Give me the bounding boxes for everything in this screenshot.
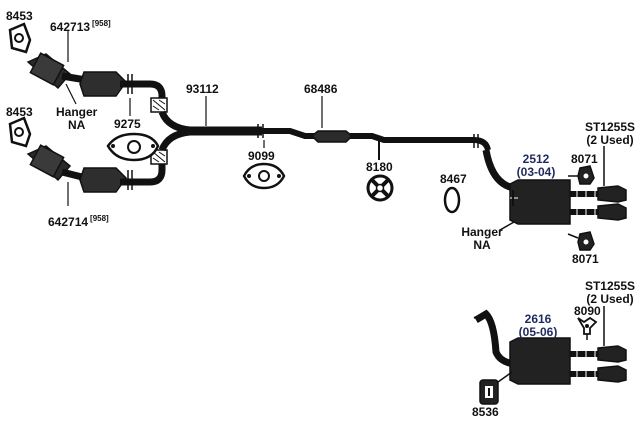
label-muffler-lower: 2616(05-06) (518, 313, 558, 339)
label-insulator-upper: 8071 (571, 152, 598, 166)
label-bracket-8090: 8090 (574, 304, 601, 318)
muffler-lower-years: (05-06) (518, 325, 558, 339)
upper-exhaust-tips (597, 185, 627, 221)
hanger-right-line2: NA (473, 238, 491, 252)
hanger-left-line2: NA (68, 118, 86, 132)
label-gasket-upper: 8453 (6, 9, 33, 23)
muffler-lower-number: 2616 (524, 312, 552, 326)
gasket-9275 (106, 132, 160, 162)
bracket-8090 (577, 316, 598, 340)
y-pipe (158, 110, 262, 152)
label-y-pipe: 93112 (186, 82, 219, 96)
upper-muffler (509, 179, 598, 225)
label-tip-upper: ST1255S(2 Used) (582, 121, 638, 147)
hanger-8536 (479, 371, 513, 405)
label-converter-upper: 642713[958] (50, 17, 111, 34)
lower-muffler (473, 309, 598, 385)
label-gasket-lower: 8453 (6, 105, 33, 119)
lower-catalytic-converter (26, 144, 166, 193)
tip-upper-qty: (2 Used) (586, 133, 634, 147)
intermediate-pipe (262, 128, 320, 139)
label-gasket-8467: 8467 (440, 172, 467, 186)
label-tip-lower: ST1255S(2 Used) (582, 280, 638, 306)
gasket-8467 (443, 186, 461, 214)
hanger-right-line1: Hanger (461, 225, 503, 239)
label-gasket-9099: 9099 (248, 149, 275, 163)
leader-lines (65, 30, 323, 206)
gasket-9099 (242, 162, 286, 190)
muffler-upper-years: (03-04) (516, 165, 556, 179)
label-resonator-pipe: 68486 (304, 82, 338, 96)
tip-lower-number: ST1255S (584, 279, 636, 293)
label-hanger-8536: 8536 (472, 405, 499, 419)
tip-lower-qty: (2 Used) (586, 292, 634, 306)
hanger-left-line1: Hanger (56, 105, 98, 119)
label-muffler-upper: 2512(03-04) (516, 153, 556, 179)
converter-lower-number: 642714 (48, 215, 89, 229)
resonator (310, 130, 354, 143)
hanger-8180 (366, 174, 394, 202)
tip-upper-number: ST1255S (584, 120, 636, 134)
label-insulator-lower: 8071 (572, 252, 599, 266)
converter-upper-number: 642713 (50, 20, 91, 34)
lower-exhaust-tips (597, 345, 627, 383)
converter-lower-note: [958] (90, 214, 109, 223)
label-hanger-8180: 8180 (366, 160, 393, 174)
upper-flange-gasket (8, 22, 32, 54)
label-gasket-9275: 9275 (114, 117, 141, 131)
upper-catalytic-converter (26, 52, 166, 108)
converter-upper-note: [958] (92, 19, 111, 28)
lower-flange-gasket (8, 116, 32, 148)
label-converter-lower: 642714[958] (48, 212, 109, 229)
muffler-upper-number: 2512 (522, 152, 550, 166)
